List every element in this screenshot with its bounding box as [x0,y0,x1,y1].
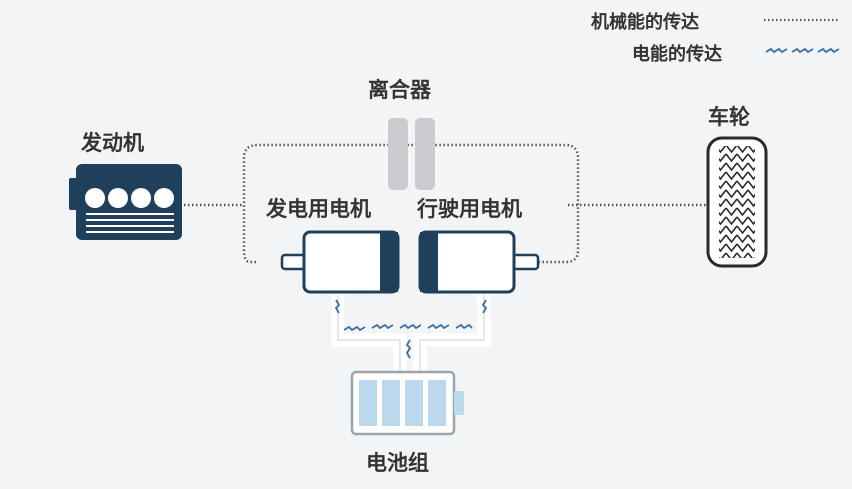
drive-motor-label: 行驶用电机 [417,197,522,221]
electrical-conduit [331,295,491,372]
legend-electrical-label: 电能的传达 [632,44,722,65]
battery-label: 电池组 [366,451,429,475]
generator-icon [280,230,400,294]
clutch-label: 离合器 [368,78,431,102]
legend-electrical-swatch [765,47,840,54]
engine-icon [69,164,182,240]
clutch-bypass-loop [242,143,580,264]
drive-motor-icon [418,230,540,294]
wheel-icon [706,136,768,268]
electrical-links [331,295,491,372]
legend-swatches [764,18,840,54]
battery-icon [350,370,464,436]
mechanical-links [180,143,710,264]
generator-label: 发电用电机 [266,197,371,221]
engine-label: 发动机 [81,131,144,155]
clutch-icon [388,118,435,190]
electrical-flow-zigzag [334,299,488,359]
wheel-label: 车轮 [708,105,750,129]
legend-mechanical-label: 机械能的传达 [591,12,699,33]
